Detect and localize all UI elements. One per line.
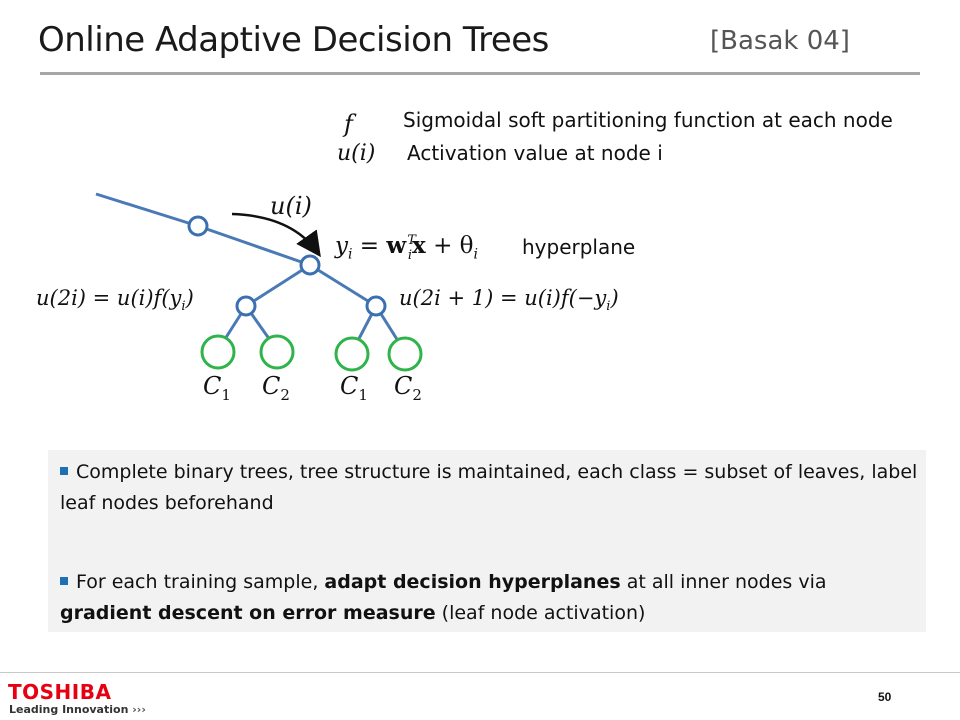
eq-y-sub: i <box>348 246 353 263</box>
tree-leaf-3 <box>334 336 370 372</box>
bullet-square-icon <box>60 467 68 475</box>
leaf-label-4-letter: C <box>394 372 413 400</box>
bullet-2-pre: For each training sample, <box>76 571 325 593</box>
bullet-2-bold-1: adapt decision hyperplanes <box>324 571 621 593</box>
leaf-label-2: C2 <box>262 372 290 404</box>
leaf-label-1-letter: C <box>203 372 222 400</box>
tree-leaf-1 <box>200 334 236 370</box>
tree-node-right <box>365 295 387 317</box>
bullet-square-icon <box>60 577 68 585</box>
arrow-label: u(i) <box>270 192 312 220</box>
footer-tagline: Leading Innovation ››› <box>9 703 146 716</box>
eq-left-sub: i <box>181 299 186 315</box>
right-child-equation: u(2i + 1) = u(i)f(−yi) <box>399 286 619 315</box>
eq-x: x <box>412 232 426 259</box>
edge-parent-node <box>197 224 311 267</box>
edge-right-child <box>309 263 377 308</box>
edge-left-child <box>245 263 311 308</box>
eq-w-sup: T <box>407 233 416 249</box>
tree-leaf-4 <box>387 336 423 372</box>
bullet-item-2: For each training sample, adapt decision… <box>60 567 920 629</box>
left-child-equation: u(2i) = u(i)f(yi) <box>36 286 194 315</box>
title-divider <box>40 72 920 75</box>
bullet-2-mid: at all inner nodes via <box>620 571 827 593</box>
tree-node-left <box>235 295 257 317</box>
hyperplane-label: hyperplane <box>522 235 636 259</box>
leaf-label-3-letter: C <box>340 372 359 400</box>
leaf-label-2-letter: C <box>262 372 281 400</box>
eq-y: y <box>335 233 348 259</box>
slide-title: Online Adaptive Decision Trees <box>38 20 549 60</box>
bullet-item-1: Complete binary trees, tree structure is… <box>60 457 920 519</box>
hyperplane-equation: yi = wTix + θi <box>335 232 478 263</box>
footer-divider <box>0 672 960 673</box>
eq-right-main: u(2i + 1) = u(i)f(−y <box>399 286 607 310</box>
legend-symbol-f: f <box>344 110 353 138</box>
edge-input <box>95 192 199 228</box>
eq-right-end: ) <box>610 286 619 310</box>
legend-text-f: Sigmoidal soft partitioning function at … <box>403 108 893 132</box>
tree-leaf-2 <box>259 334 295 370</box>
eq-left-end: ) <box>185 286 194 310</box>
bullet-box: Complete binary trees, tree structure is… <box>48 450 926 632</box>
toshiba-logo: TOSHIBA <box>8 680 112 704</box>
tree-node-parent <box>187 215 209 237</box>
tagline-arrows-icon: ››› <box>132 703 146 716</box>
leaf-label-4-sub: 2 <box>412 385 422 404</box>
leaf-label-3: C1 <box>340 372 368 404</box>
eq-left-main: u(2i) = u(i)f(y <box>36 286 182 310</box>
eq-w: w <box>386 232 407 259</box>
leaf-label-4: C2 <box>394 372 422 404</box>
activation-arrow <box>231 212 321 258</box>
eq-theta: + θ <box>425 233 474 259</box>
bullet-2-post: (leaf node activation) <box>435 602 646 624</box>
leaf-label-1-sub: 1 <box>221 385 231 404</box>
eq-right-sub: i <box>606 299 611 315</box>
legend-text-u: Activation value at node i <box>407 141 663 165</box>
eq-equals: = <box>352 233 387 259</box>
bullet-2-bold-2: gradient descent on error measure <box>60 602 436 624</box>
bullet-1-text: Complete binary trees, tree structure is… <box>60 461 918 514</box>
eq-w-sub: i <box>407 247 413 263</box>
citation: [Basak 04] <box>710 26 850 56</box>
page-number: 50 <box>878 690 892 704</box>
legend-symbol-u: u(i) <box>337 141 376 166</box>
tagline-text: Leading Innovation <box>9 703 129 716</box>
leaf-label-2-sub: 2 <box>280 385 290 404</box>
eq-theta-sub: i <box>473 246 478 263</box>
leaf-label-1: C1 <box>203 372 231 404</box>
leaf-label-3-sub: 1 <box>358 385 368 404</box>
tree-node-i <box>299 254 321 276</box>
